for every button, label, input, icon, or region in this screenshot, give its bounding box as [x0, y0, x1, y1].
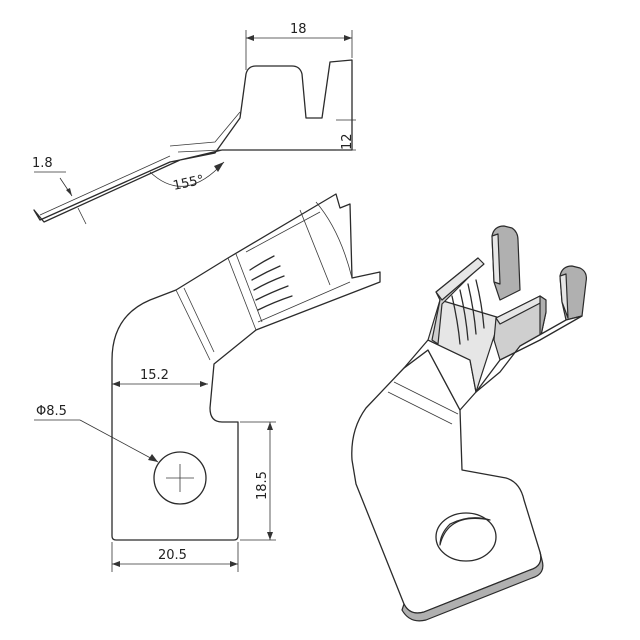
front-view-outline: [111, 193, 381, 541]
iso-plate: [351, 349, 542, 614]
front-hole: [153, 451, 207, 505]
dim-side-width: 18: [290, 22, 307, 37]
isometric-view: [351, 225, 587, 622]
dim-side-height: 12: [340, 133, 355, 150]
dim-inner-width: 15.2: [140, 368, 169, 383]
side-view: 18 12 1.8 155°: [32, 22, 356, 225]
dim-hole-diameter: Φ8.5: [36, 404, 67, 419]
iso-serrations: [451, 279, 485, 345]
dim-total-width: 20.5: [158, 548, 187, 563]
dim-thickness: 1.8: [32, 156, 53, 171]
side-view-profile: [33, 59, 353, 223]
front-view: Φ8.5 15.2 18.5 20.5: [34, 193, 381, 572]
iso-hole: [435, 512, 497, 562]
serrations: [249, 255, 293, 311]
dim-angle: 155°: [172, 173, 206, 194]
dim-tab-height: 18.5: [255, 471, 270, 500]
